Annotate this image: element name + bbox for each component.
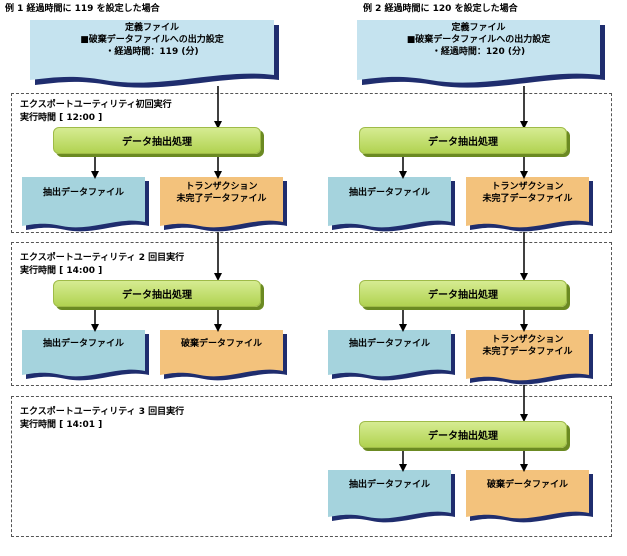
process-right-1: データ抽出処理 bbox=[359, 127, 567, 154]
doc-right-2-extract-label: 抽出データファイル bbox=[348, 339, 430, 349]
definition-file-2-text: 定義ファイル ■破棄データファイルへの出力設定 ・経過時間：120 (分) bbox=[357, 22, 600, 58]
doc-left-1-transaction-line1: トランザクション bbox=[185, 182, 258, 192]
definition-file-1-title: 定義ファイル bbox=[124, 23, 179, 33]
section-2-time: 実行時間 [ 14:00 ] bbox=[20, 266, 103, 276]
section-1-time: 実行時間 [ 12:00 ] bbox=[20, 113, 103, 123]
doc-right-3-discard-label: 破棄データファイル bbox=[486, 480, 568, 490]
doc-left-1-extract bbox=[22, 177, 149, 232]
doc-right-1-transaction-line2: 未完了データファイル bbox=[482, 194, 573, 204]
definition-file-1-shape bbox=[30, 20, 279, 88]
doc-right-2-transaction bbox=[466, 330, 593, 385]
doc-right-1-transaction-line1: トランザクション bbox=[491, 182, 564, 192]
doc-left-2-extract-label: 抽出データファイル bbox=[42, 339, 124, 349]
doc-right-2-transaction-line1: トランザクション bbox=[491, 335, 564, 345]
doc-right-3-discard bbox=[466, 470, 593, 523]
doc-left-1-transaction-label: トランザクション 未完了データファイル bbox=[160, 181, 283, 205]
definition-file-1-elapsed: ・経過時間：119 (分) bbox=[105, 47, 199, 57]
doc-left-1-transaction bbox=[160, 177, 287, 232]
definition-file-1-text: 定義ファイル ■破棄データファイルへの出力設定 ・経過時間：119 (分) bbox=[30, 22, 274, 58]
doc-right-2-transaction-label: トランザクション 未完了データファイル bbox=[466, 334, 589, 358]
definition-file-2-title: 定義ファイル bbox=[451, 23, 506, 33]
doc-left-2-discard-label: 破棄データファイル bbox=[180, 339, 262, 349]
doc-left-1-transaction-line2: 未完了データファイル bbox=[176, 194, 267, 204]
doc-right-1-transaction bbox=[466, 177, 593, 232]
section-2-box bbox=[11, 242, 612, 386]
definition-file-2-elapsed: ・経過時間：120 (分) bbox=[431, 47, 526, 57]
doc-right-2-extract bbox=[328, 330, 455, 381]
doc-left-1-extract-label: 抽出データファイル bbox=[42, 188, 124, 198]
doc-right-1-extract bbox=[328, 177, 455, 232]
doc-left-2-extract bbox=[22, 330, 149, 381]
process-right-2: データ抽出処理 bbox=[359, 280, 567, 307]
doc-left-2-discard bbox=[160, 330, 287, 381]
doc-right-1-transaction-label: トランザクション 未完了データファイル bbox=[466, 181, 589, 205]
arrows-right bbox=[399, 86, 528, 472]
doc-right-2-transaction-line2: 未完了データファイル bbox=[482, 347, 573, 357]
doc-right-3-extract-label: 抽出データファイル bbox=[348, 480, 430, 490]
section-3-box bbox=[11, 396, 612, 537]
definition-file-2-setting: ■破棄データファイルへの出力設定 bbox=[406, 35, 551, 45]
process-right-3: データ抽出処理 bbox=[359, 421, 567, 448]
definition-file-1-setting: ■破棄データファイルへの出力設定 bbox=[80, 35, 224, 45]
section-2-title: エクスポートユーティリティ 2 回目実行 bbox=[20, 253, 185, 263]
process-left-1: データ抽出処理 bbox=[53, 127, 261, 154]
doc-right-1-extract-label: 抽出データファイル bbox=[348, 188, 430, 198]
example-2-caption: 例 2 経過時間に 120 を設定した場合 bbox=[363, 4, 518, 14]
section-3-time: 実行時間 [ 14:01 ] bbox=[20, 420, 103, 430]
section-3-title: エクスポートユーティリティ 3 回目実行 bbox=[20, 407, 185, 417]
definition-file-2-shape bbox=[357, 20, 605, 88]
process-left-2: データ抽出処理 bbox=[53, 280, 261, 307]
doc-right-3-extract bbox=[328, 470, 455, 523]
section-1-title: エクスポートユーティリティ初回実行 bbox=[20, 100, 172, 110]
example-1-caption: 例 1 経過時間に 119 を設定した場合 bbox=[5, 4, 160, 14]
arrows-left bbox=[91, 86, 222, 332]
section-1-box bbox=[11, 93, 612, 233]
